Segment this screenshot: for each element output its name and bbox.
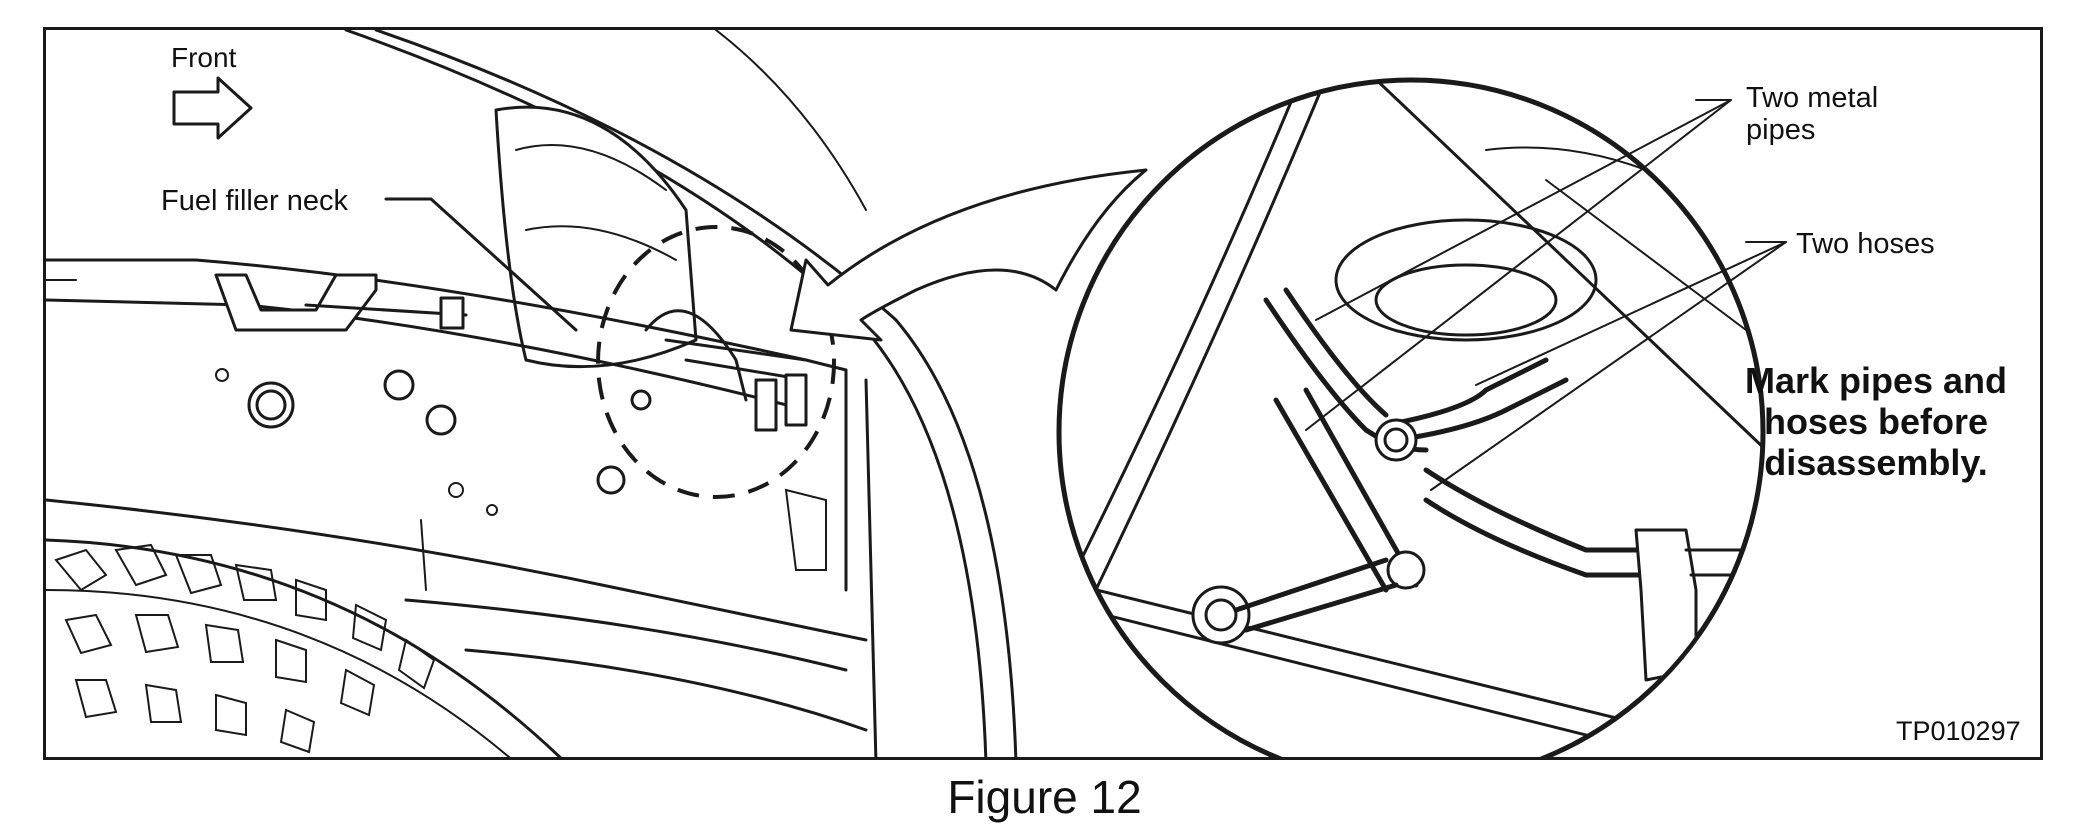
hoses-leader-2 bbox=[1430, 241, 1787, 491]
instruction-note: Mark pipes and hoses before disassembly. bbox=[1744, 360, 2008, 483]
fuel-filler-neck-label: Fuel filler neck bbox=[161, 185, 348, 217]
figure-frame: Front Fuel filler neck Two metal pipes T… bbox=[43, 27, 2043, 760]
filler-neck-leader bbox=[384, 197, 578, 332]
illustration bbox=[46, 30, 1787, 757]
arrow-right-outline-icon bbox=[172, 76, 253, 140]
metal-pipes-label: Two metal pipes bbox=[1746, 82, 1879, 146]
front-label: Front bbox=[171, 42, 237, 73]
metal-pipes-leader-2 bbox=[1305, 99, 1732, 431]
figure-code: TP010297 bbox=[1896, 716, 2021, 746]
figure-caption: Figure 12 bbox=[947, 771, 1142, 823]
hoses-label: Two hoses bbox=[1796, 228, 1935, 260]
vehicle-underside bbox=[46, 30, 1018, 757]
callout-arrow-icon bbox=[789, 168, 1148, 342]
detail-view bbox=[1056, 77, 1766, 757]
